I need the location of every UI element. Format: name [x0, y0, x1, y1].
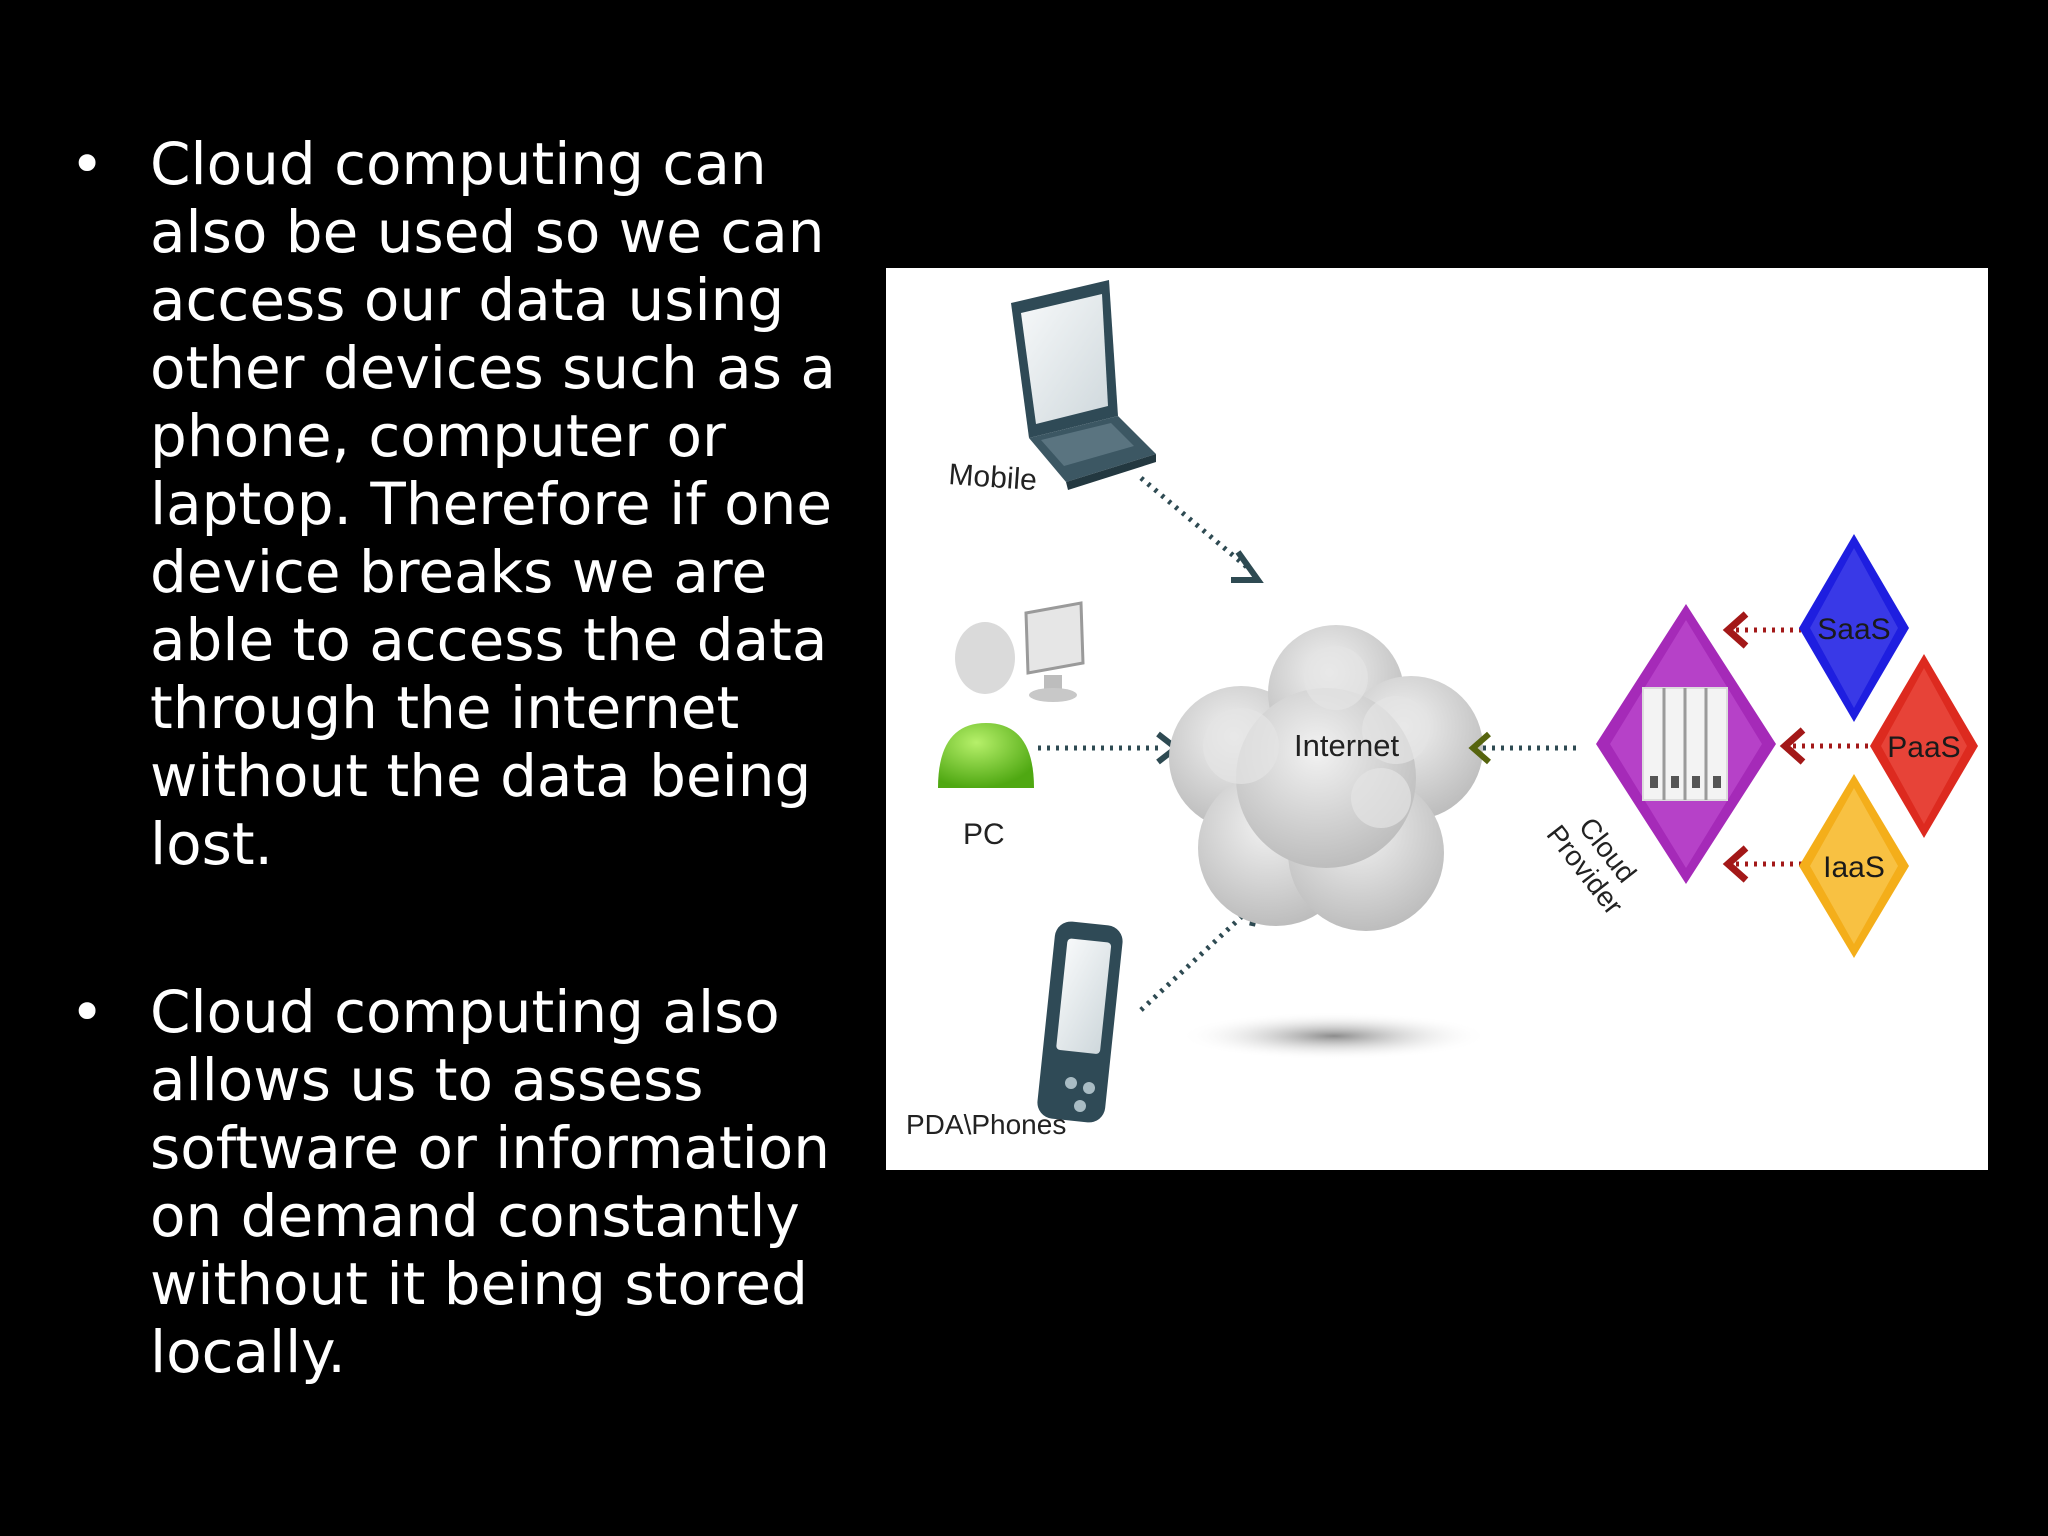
bullet-list: • Cloud computing can also be used so we…	[70, 130, 870, 1386]
saas-diamond: SaaS	[1799, 534, 1909, 722]
bullet-marker: •	[70, 978, 105, 1046]
bullet-marker: •	[70, 130, 105, 198]
bullet-item-devices: • Cloud computing can also be used so we…	[70, 130, 870, 878]
saas-label: SaaS	[1817, 613, 1890, 646]
cloud-computing-diagram: Mobile PC PDA\Phones	[886, 268, 1988, 1170]
laptop-icon	[1011, 280, 1156, 490]
arrow-saas-to-provider	[1722, 611, 1801, 649]
internet-label: Internet	[1294, 728, 1400, 763]
bullet-text: Cloud computing also allows us to assess…	[150, 978, 831, 1386]
pc-label: PC	[963, 818, 1005, 851]
iaas-label: IaaS	[1823, 851, 1885, 884]
pda-phone-icon	[1037, 921, 1123, 1123]
arrow-provider-to-internet	[1468, 731, 1581, 765]
cloud-provider-label: Cloud Provider	[1541, 812, 1643, 921]
server-rack-icon	[1596, 604, 1776, 884]
arrow-iaas-to-provider	[1722, 845, 1804, 883]
arrow-mobile-to-internet	[1139, 476, 1264, 583]
paas-diamond: PaaS	[1870, 654, 1978, 838]
desktop-user-icon	[938, 601, 1085, 788]
arrow-paas-to-provider	[1779, 727, 1888, 765]
cloud-shadow	[1179, 1012, 1489, 1060]
iaas-diamond: IaaS	[1799, 774, 1909, 958]
pda-phones-label: PDA\Phones	[906, 1109, 1066, 1140]
bullet-item-on-demand: • Cloud computing also allows us to asse…	[70, 978, 870, 1386]
bullet-text: Cloud computing can also be used so we c…	[150, 130, 836, 878]
mobile-label: Mobile	[948, 458, 1038, 497]
paas-label: PaaS	[1887, 731, 1960, 764]
arrow-pc-to-internet	[1038, 731, 1181, 765]
cloud-icon	[1169, 625, 1483, 931]
